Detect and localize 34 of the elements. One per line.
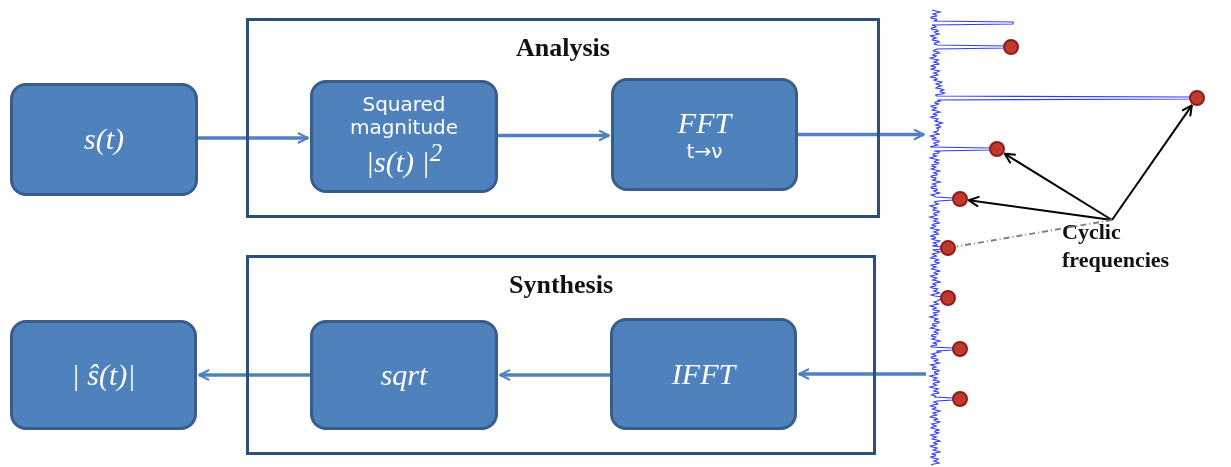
peak-marker xyxy=(1189,90,1205,106)
process-box xyxy=(310,80,498,193)
peak-marker xyxy=(952,391,968,407)
peak-marker xyxy=(952,191,968,207)
process-box xyxy=(10,320,197,430)
peak-marker xyxy=(940,240,956,256)
leader-line xyxy=(1003,152,1113,221)
arrow xyxy=(499,369,610,381)
box-label: Squared magnitude xyxy=(348,93,460,140)
formula-text: s(t) xyxy=(84,122,124,157)
process-box xyxy=(610,318,797,430)
peak-marker xyxy=(1003,39,1019,55)
arrow xyxy=(198,132,309,144)
formula-text: |s(t) |$^{2}$ xyxy=(365,139,443,180)
peak-marker xyxy=(940,290,956,306)
formula-text: IFFT xyxy=(671,356,736,392)
arrow xyxy=(798,128,925,141)
group-title: Synthesis xyxy=(507,270,614,300)
process-box xyxy=(10,83,198,196)
arrow xyxy=(498,129,610,142)
process-box xyxy=(310,320,498,430)
peak-marker xyxy=(952,341,968,357)
leader-line xyxy=(955,219,1113,248)
formula-text: | ŝ(t)| xyxy=(71,357,136,393)
formula-text: sqrt xyxy=(380,357,428,393)
annotation-text: Cyclic frequencies xyxy=(1062,218,1222,280)
arrow xyxy=(198,369,310,381)
arrow xyxy=(798,368,926,380)
process-box xyxy=(611,78,798,191)
peak-marker xyxy=(989,141,1005,157)
box-label: t→ν xyxy=(686,140,723,164)
formula-text: FFT xyxy=(677,105,732,141)
leader-line xyxy=(1111,104,1193,221)
group-title: Analysis xyxy=(515,33,611,63)
